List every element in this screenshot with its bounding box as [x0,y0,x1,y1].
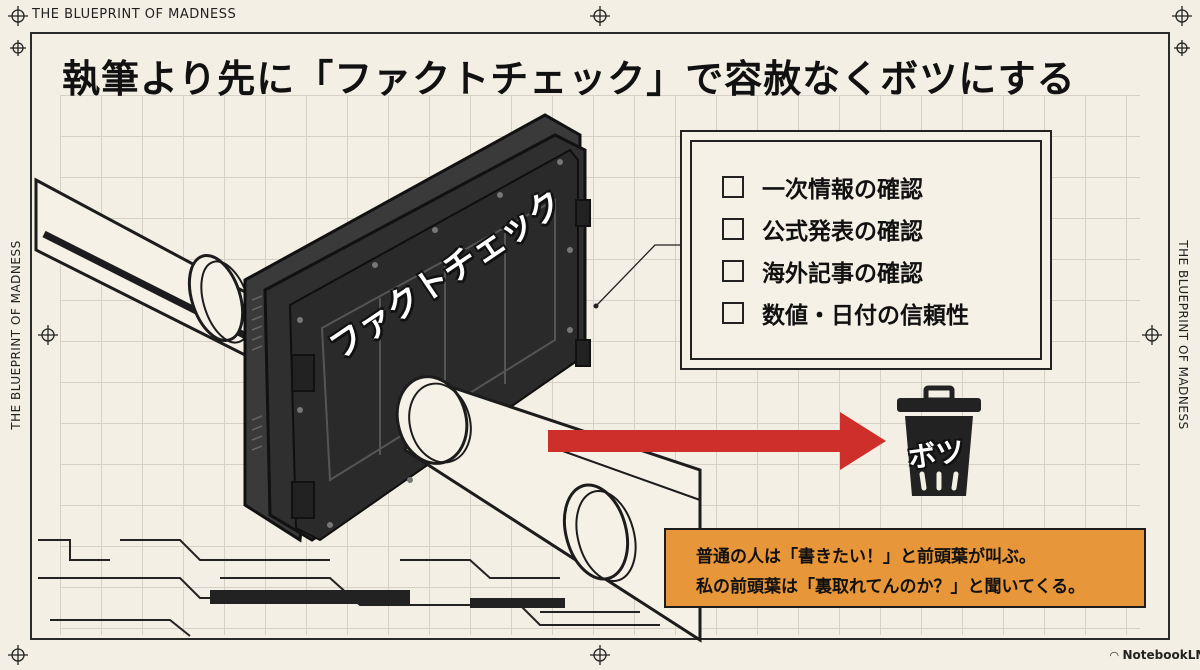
brand-name: NotebookLM [1122,648,1200,662]
crosshair-icon [8,645,28,665]
checklist-item-label: 海外記事の確認 [762,261,923,287]
crosshair-icon [10,40,26,56]
checkbox-icon[interactable] [722,302,744,324]
circuit-bar [470,598,565,608]
crosshair-icon [38,325,58,345]
corner-label: THE BLUEPRINT OF MADNESS [32,7,237,22]
checklist-item-label: 数値・日付の信頼性 [762,303,969,329]
pipe-left [34,177,262,358]
checklist-item-4[interactable]: 数値・日付の信頼性 [722,298,969,329]
checklist-item-label: 一次情報の確認 [762,177,923,203]
fact-check-machine [243,113,591,543]
trash-label-text: ボツ [906,434,967,475]
note-line-2: 私の前頭葉は「裏取れてんのか？」と聞いてくる。 [696,577,1086,597]
checklist-item-label: 公式発表の確認 [762,219,923,245]
note-line-1: 普通の人は「書きたい！」と前頭葉が叫ぶ。 [696,547,1036,567]
checklist-panel: 一次情報の確認 公式発表の確認 海外記事の確認 数値・日付の信頼性 [680,130,1052,370]
page-title: 執筆より先に「ファクトチェック」で容赦なくボツにする [62,57,1076,101]
crosshair-markers [8,6,1192,665]
trash-label: ボツ [905,429,966,476]
notebooklm-icon: ◠ [1110,648,1119,662]
blueprint-frame [30,32,1170,640]
checklist-item-1[interactable]: 一次情報の確認 [722,172,923,203]
side-label-right: THE BLUEPRINT OF MADNESS [1176,240,1190,430]
crosshair-icon [590,6,610,26]
side-label-left: THE BLUEPRINT OF MADNESS [9,240,23,430]
brand-mark: ◠ NotebookLM [1110,648,1200,662]
circuit-traces [38,539,660,637]
checkbox-icon[interactable] [722,176,744,198]
leader-line [595,244,680,307]
crosshair-icon [1142,325,1162,345]
checklist-item-2[interactable]: 公式発表の確認 [722,214,923,245]
crosshair-icon [8,6,28,26]
checkbox-icon[interactable] [722,218,744,240]
leader-dot [593,303,599,309]
circuit-bar [210,590,410,604]
note-box: 普通の人は「書きたい！」と前頭葉が叫ぶ。 私の前頭葉は「裏取れてんのか？」と聞い… [664,528,1146,608]
trash-can-icon [897,385,981,496]
crosshair-icon [590,645,610,665]
crosshair-icon [1174,40,1190,56]
checkbox-icon[interactable] [722,260,744,282]
reject-arrow [548,412,886,470]
checklist-item-3[interactable]: 海外記事の確認 [722,256,923,287]
crosshair-icon [1172,6,1192,26]
